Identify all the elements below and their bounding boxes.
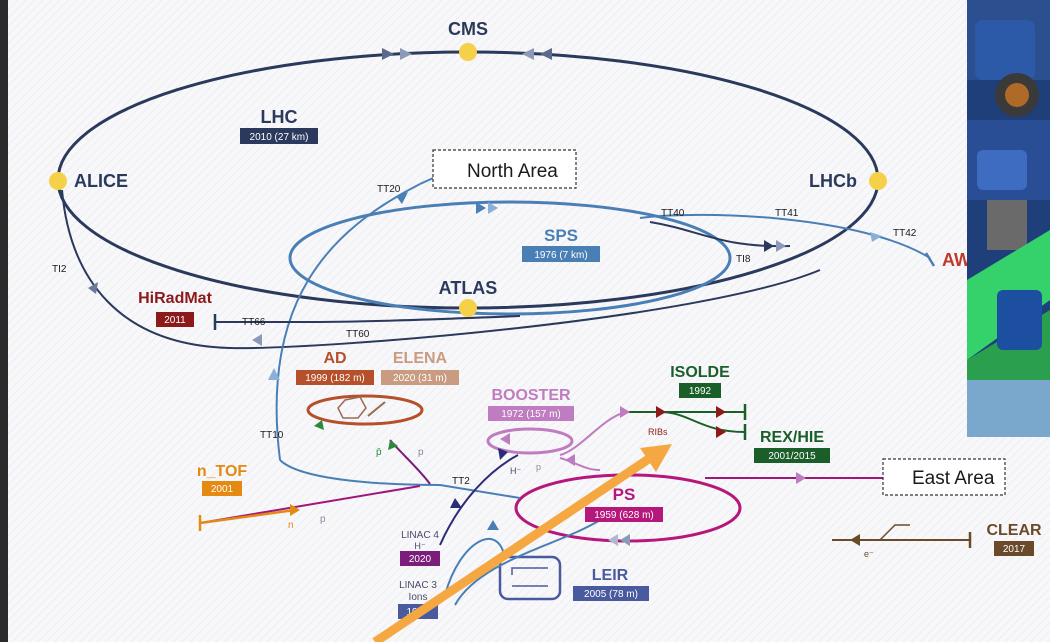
tt10-label: TT10 (260, 430, 284, 441)
ntof-year: 2001 (211, 484, 234, 495)
linac3-label: LINAC 3 (399, 580, 437, 591)
n-label: n (288, 520, 294, 531)
hiradmat-label: HiRadMat (138, 290, 212, 307)
cms-dot (459, 43, 477, 61)
tt2-label: TT2 (452, 476, 470, 487)
elena-year: 2020 (31 m) (393, 373, 447, 384)
lhcb-label: LHCb (809, 171, 857, 191)
leir-year-badge (573, 586, 649, 601)
linac4-sub: H⁻ (414, 541, 425, 551)
awake-label: AW (942, 250, 971, 270)
booster-isolde-line (559, 411, 626, 456)
alice-label: ALICE (74, 171, 128, 191)
eminus-label: e⁻ (864, 549, 874, 559)
leir-ring (498, 555, 562, 601)
east-area-box (882, 458, 1006, 496)
linac4-line (439, 454, 519, 546)
booster-year-badge (488, 406, 574, 421)
cms-label: CMS (448, 19, 488, 39)
ntof-line-orange (199, 508, 296, 525)
ribs-label: RIBs (648, 427, 668, 437)
tt40-tt41-line (639, 213, 931, 259)
tt41-label: TT41 (775, 208, 799, 219)
atlas-label: ATLAS (439, 278, 498, 298)
isolde-year: 1992 (689, 386, 712, 397)
lhcb-dot (869, 172, 887, 190)
linac4-label: LINAC 4 (401, 530, 439, 541)
ti2-line (61, 189, 821, 350)
hminus-label: H⁻ (510, 466, 521, 476)
tt60-label: TT60 (346, 329, 370, 340)
ps-year-badge (585, 507, 663, 522)
clear-year: 2017 (1003, 544, 1026, 555)
alice-dot (49, 172, 67, 190)
booster-ring (486, 427, 574, 455)
lhc-label: LHC (261, 107, 298, 127)
booster-label: BOOSTER (491, 387, 571, 404)
sps-ring (288, 200, 732, 316)
hiradmat-year: 2011 (164, 315, 186, 326)
rexhie-year-badge (754, 448, 830, 463)
tt40-label: TT40 (661, 208, 685, 219)
elena-link (367, 401, 386, 417)
pointer-arrow-head (640, 444, 672, 472)
linac4-year: 2020 (409, 554, 432, 565)
direction-markers (88, 48, 882, 546)
ad-year-badge (296, 370, 374, 385)
p-label-booster: p (536, 462, 541, 472)
lhc-year-badge (240, 128, 318, 144)
isolde-label: ISOLDE (670, 364, 730, 381)
tt66-label: TT66 (242, 317, 266, 328)
tt10-tt20-line (275, 183, 421, 461)
clear-label: CLEAR (986, 522, 1042, 539)
ntof-year-badge (202, 481, 242, 496)
ti8-label: TI8 (736, 254, 751, 265)
leir-ps-line (454, 519, 601, 606)
north-area-label: North Area (467, 161, 558, 182)
east-area-label: East Area (912, 468, 995, 489)
hiradmat-year-badge (156, 312, 194, 327)
north-area-box (432, 149, 577, 189)
tt42-label: TT42 (893, 228, 917, 239)
rexhie-label: REX/HIE (760, 429, 824, 446)
linac4-year-badge (400, 551, 440, 566)
ad-year: 1999 (182 m) (305, 373, 364, 384)
p-label-ad: p (418, 447, 424, 458)
elena-ring (337, 396, 367, 419)
pbar-label: p̄ (376, 447, 382, 458)
booster-year: 1972 (157 m) (501, 409, 560, 420)
ad-ring (306, 394, 424, 426)
linac3-sub: Ions (409, 592, 428, 603)
tt66-tt60-line (215, 315, 521, 323)
sps-year-badge (522, 246, 600, 262)
tt10-lower-line (279, 459, 521, 499)
atlas-dot (459, 299, 477, 317)
ad-label: AD (323, 350, 346, 367)
elena-label: ELENA (393, 350, 448, 367)
ntof-label: n_TOF (197, 463, 248, 480)
p-label-ntof: p (320, 514, 326, 525)
leir-label: LEIR (592, 567, 629, 584)
ti2-label: TI2 (52, 264, 67, 275)
leir-year: 2005 (78 m) (584, 589, 638, 600)
pointer-arrow-shaft (372, 454, 653, 642)
awake-stop (924, 252, 936, 267)
tt20-label: TT20 (377, 184, 401, 195)
photo-inset (967, 0, 1050, 437)
ps-label: PS (613, 485, 636, 504)
clear-year-badge (994, 541, 1034, 556)
clear-branch (879, 524, 910, 541)
sps-year: 1976 (7 km) (534, 250, 587, 261)
rexhie-year: 2001/2015 (768, 451, 816, 462)
sps-label: SPS (544, 226, 578, 245)
lhc-year: 2010 (27 km) (250, 132, 309, 143)
leir-inner-path (511, 567, 548, 575)
isolde-year-badge (679, 383, 721, 398)
elena-year-badge (381, 370, 459, 385)
booster-ps-line (559, 457, 601, 471)
linac3-line (444, 538, 506, 596)
ps-year: 1959 (628 m) (594, 510, 653, 521)
